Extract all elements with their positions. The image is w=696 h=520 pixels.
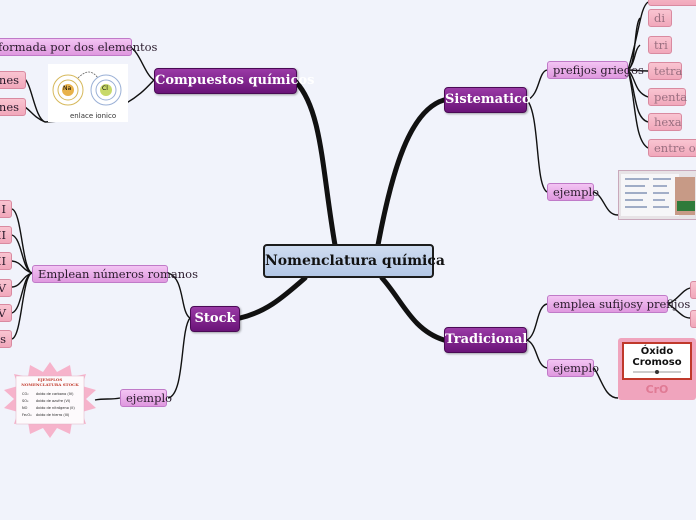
ionic-bond-atoms: [52, 71, 122, 106]
leaf-romano-6[interactable]: os: [0, 330, 12, 348]
oxido-word: Óxido: [640, 346, 674, 357]
subtopic-emplea-sufijos-y-prefijos[interactable]: emplea sufijosy prefijos: [547, 295, 690, 313]
topic-stock[interactable]: Stock: [190, 306, 240, 332]
leaf-prefijo-tetra[interactable]: tetra: [648, 62, 682, 80]
center-topic[interactable]: Nomenclatura química: [263, 244, 445, 278]
oxido-bond-line: [633, 370, 681, 374]
leaf-prefijo-hexa[interactable]: hexa: [648, 113, 682, 131]
leaf-sufijo-2[interactable]: [690, 310, 696, 328]
leaf-prefijo-hidden[interactable]: [648, 0, 696, 6]
ionic-bond-image: Na Cl enlace ionico: [48, 64, 128, 122]
leaf-romano-3[interactable]: III: [0, 252, 12, 270]
topic-compuestos-quimicos[interactable]: Compuestos químicos: [154, 68, 315, 94]
leaf-prefijo-penta[interactable]: penta: [648, 88, 687, 106]
oxido-name: Cromoso: [632, 357, 682, 368]
oxido-cromoso-card: Óxido Cromoso CrO: [618, 338, 696, 400]
atom-left-label: Na: [63, 85, 72, 92]
subtopic-sistematico-ejemplo[interactable]: ejemplo: [547, 183, 599, 201]
oxido-formula: CrO: [645, 383, 669, 396]
subtopic-emplean-numeros-romanos[interactable]: Emplean números romanos: [32, 265, 198, 283]
subtopic-formada-por-dos-elementos[interactable]: formada por dos elementos: [0, 38, 157, 56]
oxido-card-inner: Óxido Cromoso: [622, 342, 692, 380]
leaf-romano-4[interactable]: V: [0, 279, 12, 297]
leaf-romano-2[interactable]: II: [0, 226, 12, 244]
starburst-shape: [4, 362, 96, 438]
leaf-romano-1[interactable]: I: [0, 200, 12, 218]
leaf-romano-5[interactable]: V: [0, 304, 12, 322]
stock-card-title: EJEMPLOS NOMENCLATURA STOCK: [21, 377, 79, 387]
leaf-compuestos-2[interactable]: ones: [0, 98, 26, 116]
leaf-prefijo-entre-otros[interactable]: entre otros: [648, 139, 696, 157]
ionic-bond-caption: enlace ionico: [70, 112, 117, 120]
leaf-compuestos-1[interactable]: ones: [0, 71, 26, 89]
topic-tradicional[interactable]: Tradicional: [444, 327, 527, 353]
leaf-prefijo-tri[interactable]: tri: [648, 36, 672, 54]
subtopic-prefijos-griegos[interactable]: prefijos griegos: [547, 61, 644, 79]
leaf-prefijo-di[interactable]: di: [648, 9, 672, 27]
atom-right-label: Cl: [102, 85, 108, 92]
whiteboard-example-image: [618, 170, 696, 220]
subtopic-tradicional-ejemplo[interactable]: ejemplo: [547, 359, 599, 377]
leaf-sufijo-1[interactable]: [690, 281, 696, 299]
whiteboard-photo: [621, 174, 695, 216]
topic-sistematico[interactable]: Sistematico: [444, 87, 531, 113]
subtopic-stock-ejemplo[interactable]: ejemplo: [120, 389, 172, 407]
